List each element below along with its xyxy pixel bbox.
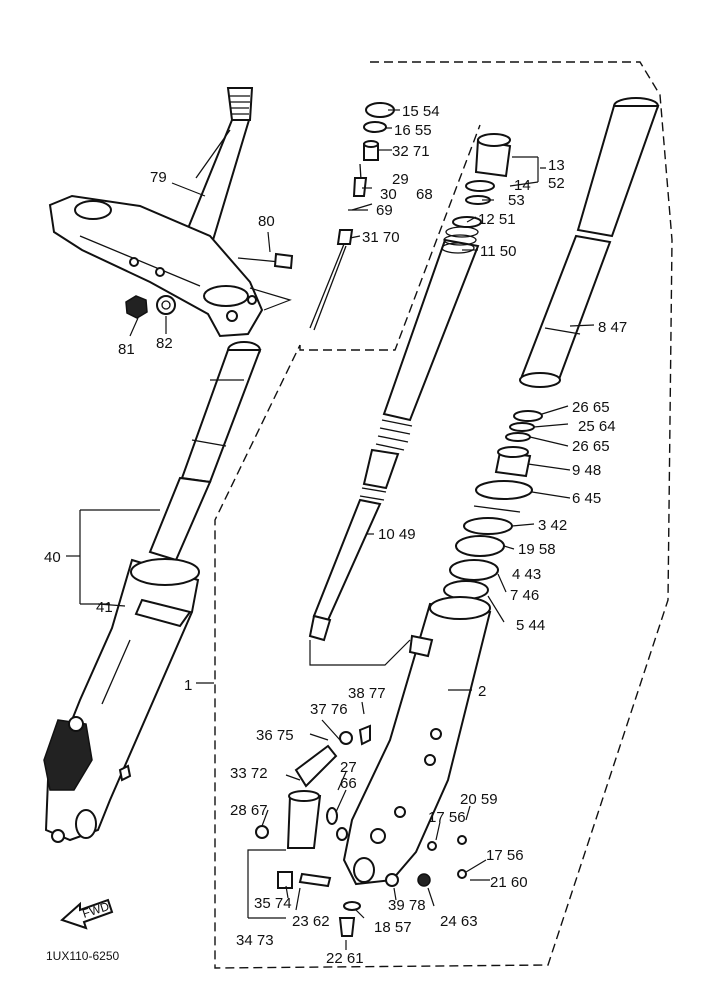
callout-11: 11 50: [480, 243, 516, 260]
callout-6: 6 45: [572, 490, 601, 507]
callout-21: 21 60: [490, 874, 528, 891]
callout-16: 16 55: [394, 122, 432, 139]
inner-boundary: [299, 124, 481, 351]
callout-37: 37 76: [310, 701, 348, 718]
callout-24: 24 63: [440, 913, 478, 930]
callout-5: 5 44: [516, 617, 545, 634]
washer-82: [156, 295, 176, 315]
callout-39: 39 78: [388, 897, 426, 914]
left-inner-tube: [148, 341, 262, 562]
callout-35: 35 74: [254, 895, 292, 912]
callout-29: 29: [392, 171, 409, 188]
callout-15: 15 54: [402, 103, 440, 120]
callout-9: 9 48: [572, 462, 601, 479]
callout-38: 38 77: [348, 685, 386, 702]
callout-17b: 17 56: [486, 847, 524, 864]
callout-10: 10 49: [378, 526, 416, 543]
callout-40: 40: [44, 549, 61, 566]
caliper-bracket: [255, 724, 490, 937]
callout-26b: 26 65: [572, 438, 610, 455]
callout-2: 2: [478, 683, 486, 700]
callout-labels: 79 80 81 82 40 41 1 2 15 54 16 55 32 71 …: [44, 103, 627, 967]
callout-79: 79: [150, 169, 167, 186]
callout-41: 41: [96, 599, 113, 616]
seal-stack: [443, 410, 543, 600]
callout-7: 7 46: [510, 587, 539, 604]
callout-12: 12 51: [478, 211, 516, 228]
right-outer-tube: [342, 596, 492, 886]
callout-26a: 26 65: [572, 399, 610, 416]
callout-1: 1: [184, 677, 192, 694]
spring-top-parts: [441, 133, 512, 254]
callout-32: 32 71: [392, 143, 430, 160]
callout-82: 82: [156, 335, 173, 352]
callout-14: 14: [514, 177, 531, 194]
callout-28: 28 67: [230, 802, 268, 819]
callout-27: 27: [340, 759, 357, 776]
callout-53: 53: [508, 192, 525, 209]
callout-31: 31 70: [362, 229, 400, 246]
callout-23: 23 62: [292, 913, 330, 930]
under-bracket: [48, 194, 264, 338]
callout-34: 34 73: [236, 932, 274, 949]
nut-81: [125, 295, 148, 319]
callout-33: 33 72: [230, 765, 268, 782]
callout-22: 22 61: [326, 950, 364, 967]
callout-52: 52: [548, 175, 565, 192]
leader-lines: [66, 109, 595, 950]
callout-20: 20 59: [460, 791, 498, 808]
callout-17a: 17 56: [428, 809, 466, 826]
front-direction-arrow: FWD: [60, 898, 114, 930]
left-outer-tube: [43, 558, 200, 843]
callout-4: 4 43: [512, 566, 541, 583]
callout-81: 81: [118, 341, 135, 358]
right-inner-tube: [519, 97, 660, 388]
bolt-80: [237, 252, 294, 270]
callout-66: 66: [340, 775, 357, 792]
diagram-code: 1UX110-6250: [46, 949, 119, 963]
damper-rod: [308, 238, 480, 642]
callout-13: 13: [548, 157, 565, 174]
callout-30: 30: [380, 186, 397, 203]
callout-8: 8 47: [598, 319, 627, 336]
callout-19: 19 58: [518, 541, 556, 558]
assembly-boundary: [214, 61, 673, 969]
callout-69: 69: [376, 202, 393, 219]
callout-68: 68: [416, 186, 433, 203]
callout-3: 3 42: [538, 517, 567, 534]
callout-36: 36 75: [256, 727, 294, 744]
callout-80: 80: [258, 213, 275, 230]
callout-25: 25 64: [578, 418, 616, 435]
callout-18: 18 57: [374, 919, 412, 936]
